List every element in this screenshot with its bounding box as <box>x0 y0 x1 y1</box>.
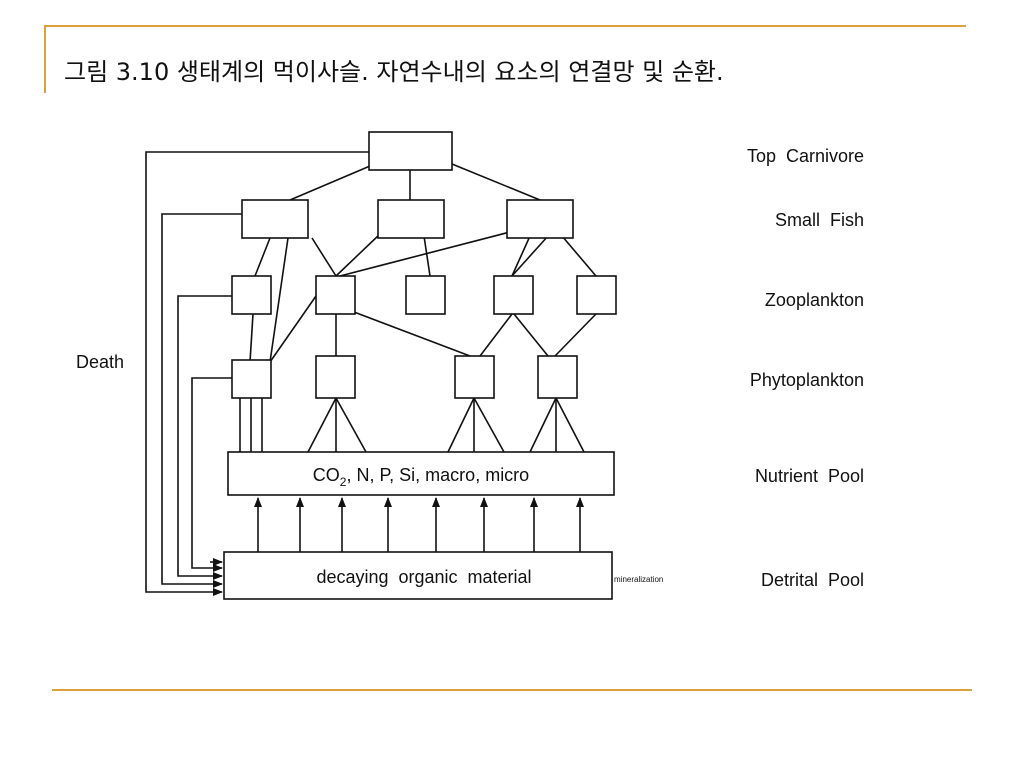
level-label-small-fish: Small Fish <box>775 210 864 230</box>
small-fish-box-3 <box>506 199 574 239</box>
level-label-nutrient-pool: Nutrient Pool <box>755 466 864 486</box>
phytoplankton-box-2 <box>315 355 356 399</box>
detrital-pool-box <box>223 551 613 600</box>
top-carnivore-box <box>368 131 453 171</box>
slide-title: 그림 3.10 생태계의 먹이사슬. 자연수내의 요소의 연결망 및 순환. <box>64 58 724 86</box>
bottom-accent-line <box>52 689 972 691</box>
mineralization-arrows <box>254 497 584 552</box>
zooplankton-box-2 <box>315 275 356 315</box>
small-fish-box-2 <box>377 199 445 239</box>
nutrient-pool-box <box>227 451 615 496</box>
zooplankton-box-1 <box>231 275 272 315</box>
small-fish-box-1 <box>241 199 309 239</box>
detrital-pool-contents: decaying organic material <box>316 567 531 587</box>
phytoplankton-box-3 <box>454 355 495 399</box>
mineralization-label: mineralization <box>614 575 663 584</box>
death-return-paths <box>145 151 370 596</box>
zooplankton-box-4 <box>493 275 534 315</box>
left-accent-bar <box>44 25 46 93</box>
zooplankton-box-3 <box>405 275 446 315</box>
level-label-top-carnivore: Top Carnivore <box>747 146 864 166</box>
food-web-links <box>239 163 597 453</box>
death-label: Death <box>76 352 124 372</box>
level-label-phytoplankton: Phytoplankton <box>750 370 864 390</box>
level-label-zooplankton: Zooplankton <box>765 290 864 310</box>
phytoplankton-box-1 <box>231 359 272 399</box>
level-label-detrital-pool: Detrital Pool <box>761 570 864 590</box>
zooplankton-box-5 <box>576 275 617 315</box>
phytoplankton-box-4 <box>537 355 578 399</box>
nutrient-pool-contents: CO2, N, P, Si, macro, micro <box>313 465 529 489</box>
top-accent-line <box>44 25 966 27</box>
